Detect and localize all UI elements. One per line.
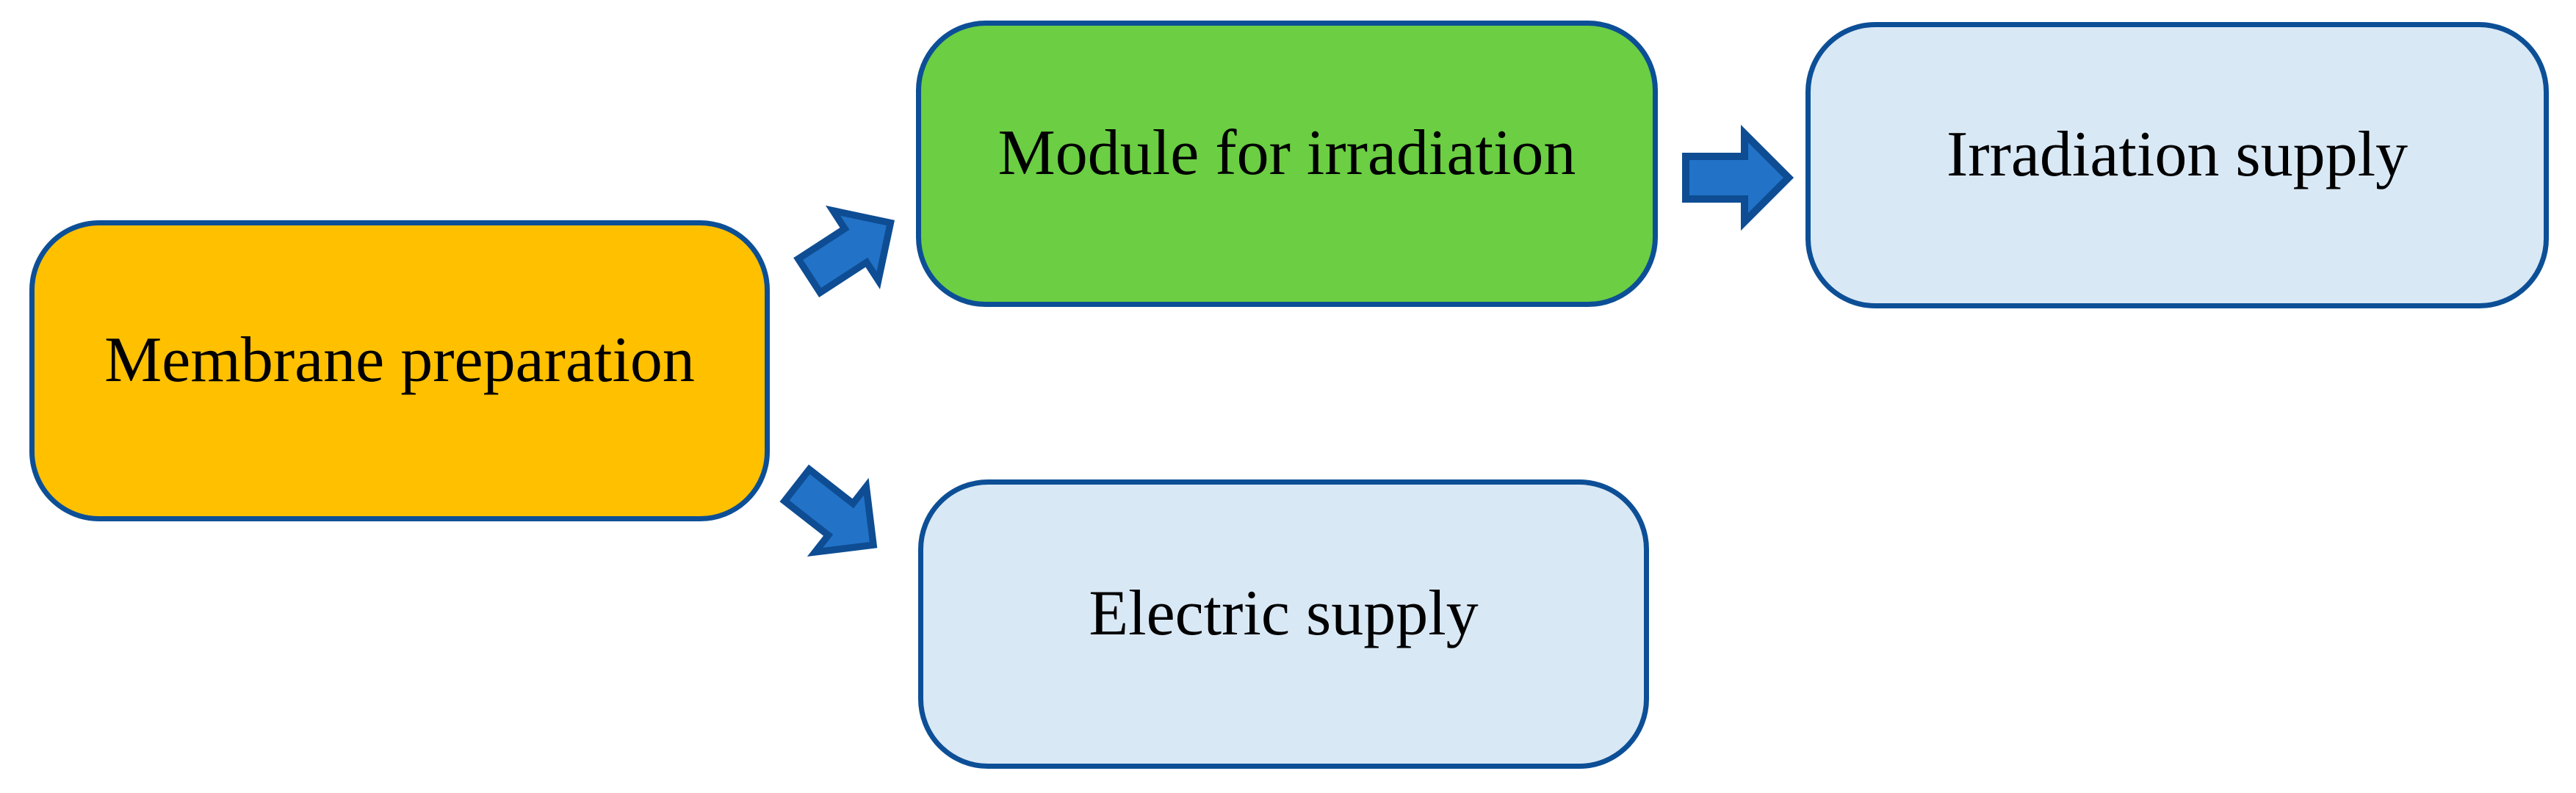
node-module-for-irradiation-label: Module for irradiation (997, 117, 1576, 189)
node-membrane-preparation: Membrane preparation (29, 220, 770, 521)
node-membrane-preparation-label: Membrane preparation (104, 324, 695, 396)
node-module-for-irradiation: Module for irradiation (916, 21, 1658, 307)
node-electric-supply-label: Electric supply (1089, 577, 1479, 649)
node-irradiation-supply-label: Irradiation supply (1946, 118, 2409, 190)
arrow-right-shape (1682, 124, 1794, 231)
arrow-down-right-shape (779, 464, 878, 557)
arrow-down-right-icon (779, 464, 878, 557)
arrow-up-right-shape (793, 205, 895, 297)
arrow-right-icon (1682, 124, 1794, 231)
node-electric-supply: Electric supply (918, 479, 1649, 769)
arrow-up-right-icon (793, 205, 895, 297)
node-irradiation-supply: Irradiation supply (1805, 22, 2549, 308)
